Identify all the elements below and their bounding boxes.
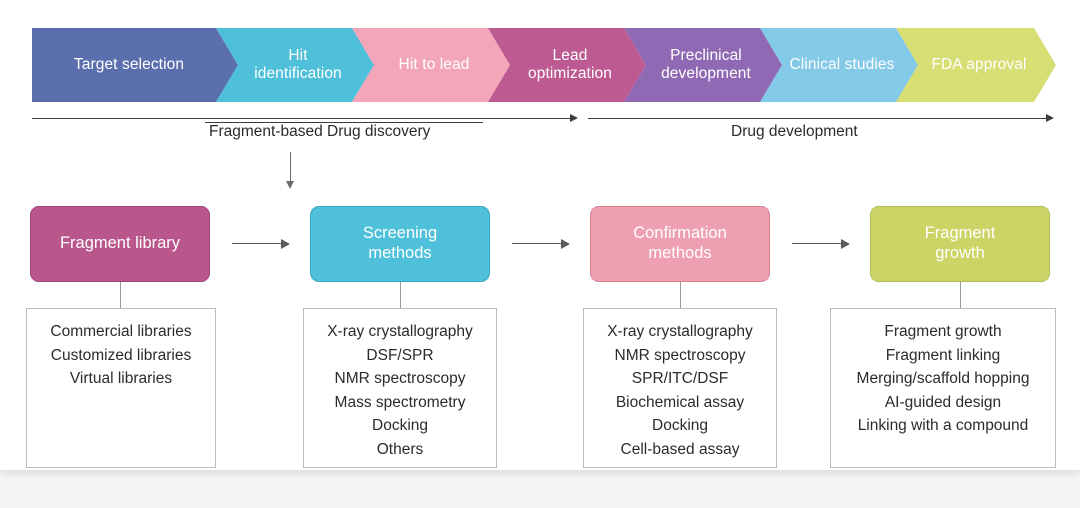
stage-title-line-2: methods (368, 244, 432, 262)
stage-title-line-1: Screening (362, 224, 438, 243)
stage-box-confirmation-methods[interactable]: Confirmation methods (590, 206, 770, 282)
stage-detail-link-3 (680, 282, 681, 308)
detail-item: Cell-based assay (620, 440, 740, 458)
detail-box-fragment-library: Commercial libraries Customized librarie… (26, 308, 216, 468)
stage-detail-link-1 (120, 282, 121, 308)
fragment-discovery-drop-line (290, 152, 291, 182)
detail-item: Commercial libraries (50, 323, 192, 340)
stage-box-screening-methods[interactable]: Screening methods (310, 206, 490, 282)
detail-item: X-ray crystallography (607, 323, 753, 340)
detail-item: Biochemical assay (615, 393, 745, 411)
detail-item: Fragment linking (885, 346, 1001, 364)
drug-development-axis-arrowhead (1046, 114, 1054, 122)
stage-title-line-1: Confirmation (633, 224, 727, 243)
detail-item: SPR/ITC/DSF (631, 370, 729, 388)
phase-label-drug-development: Drug development (731, 123, 858, 140)
pipeline-segment-hit-to-lead[interactable]: Hit to lead (352, 28, 510, 102)
stage-title-line-2: growth (935, 244, 985, 262)
fragment-discovery-drop-arrowhead (286, 181, 294, 189)
pipeline-segment-label: Clinical studies (789, 55, 895, 73)
stage-title-line-2: methods (648, 244, 712, 262)
drug-development-axis-line (588, 118, 1050, 119)
stage-connector-1-arrowhead (281, 239, 290, 249)
detail-item: Virtual libraries (69, 370, 173, 388)
pipeline-segment-label: FDA approval (931, 55, 1027, 73)
detail-box-fragment-growth: Fragment growth Fragment linking Merging… (830, 308, 1056, 468)
detail-item: X-ray crystallography (327, 323, 473, 340)
pipeline-segment-label: Hit to lead (398, 55, 470, 73)
stage-connector-2-arrowhead (561, 239, 570, 249)
stage-box-fragment-library[interactable]: Fragment library (30, 206, 210, 282)
detail-item: Customized libraries (50, 346, 192, 364)
detail-item: DSF/SPR (366, 346, 434, 364)
pipeline-segment-target-selection[interactable]: Target selection (32, 28, 238, 102)
pipeline-segment-fda-approval[interactable]: FDA approval (896, 28, 1056, 102)
detail-item: Fragment growth (884, 323, 1002, 340)
detail-item: Mass spectrometry (334, 393, 466, 411)
stage-detail-link-4 (960, 282, 961, 308)
stage-title-line-1: Fragment library (59, 234, 181, 253)
stage-detail-link-2 (400, 282, 401, 308)
stage-connector-1-line (232, 243, 282, 245)
stage-connector-3-arrowhead (841, 239, 850, 249)
detail-box-confirmation-methods: X-ray crystallography NMR spectroscopy S… (583, 308, 777, 468)
detail-item: Docking (652, 417, 708, 435)
detail-item: NMR spectroscopy (334, 370, 466, 388)
detail-item: Docking (372, 417, 428, 435)
detail-item: Merging/scaffold hopping (856, 370, 1030, 388)
fragment-discovery-axis-arrowhead (570, 114, 578, 122)
detail-item: AI-guided design (884, 393, 1002, 411)
detail-item: Others (376, 440, 424, 458)
phase-label-fragment-based-drug-discovery: Fragment-based Drug discovery (209, 123, 431, 140)
detail-box-screening-methods: X-ray crystallography DSF/SPR NMR spectr… (303, 308, 497, 468)
pipeline-segment-clinical-studies[interactable]: Clinical studies (760, 28, 918, 102)
fragment-discovery-axis-line (32, 118, 574, 119)
fragment-discovery-label-rule (205, 122, 483, 123)
stage-connector-2-line (512, 243, 562, 245)
detail-item: Linking with a compound (857, 417, 1029, 435)
stage-title-line-1: Fragment (924, 224, 996, 243)
pipeline-segment-label: Target selection (73, 55, 185, 73)
detail-item: NMR spectroscopy (614, 346, 746, 364)
stage-connector-3-line (792, 243, 842, 245)
stage-box-fragment-growth[interactable]: Fragment growth (870, 206, 1050, 282)
